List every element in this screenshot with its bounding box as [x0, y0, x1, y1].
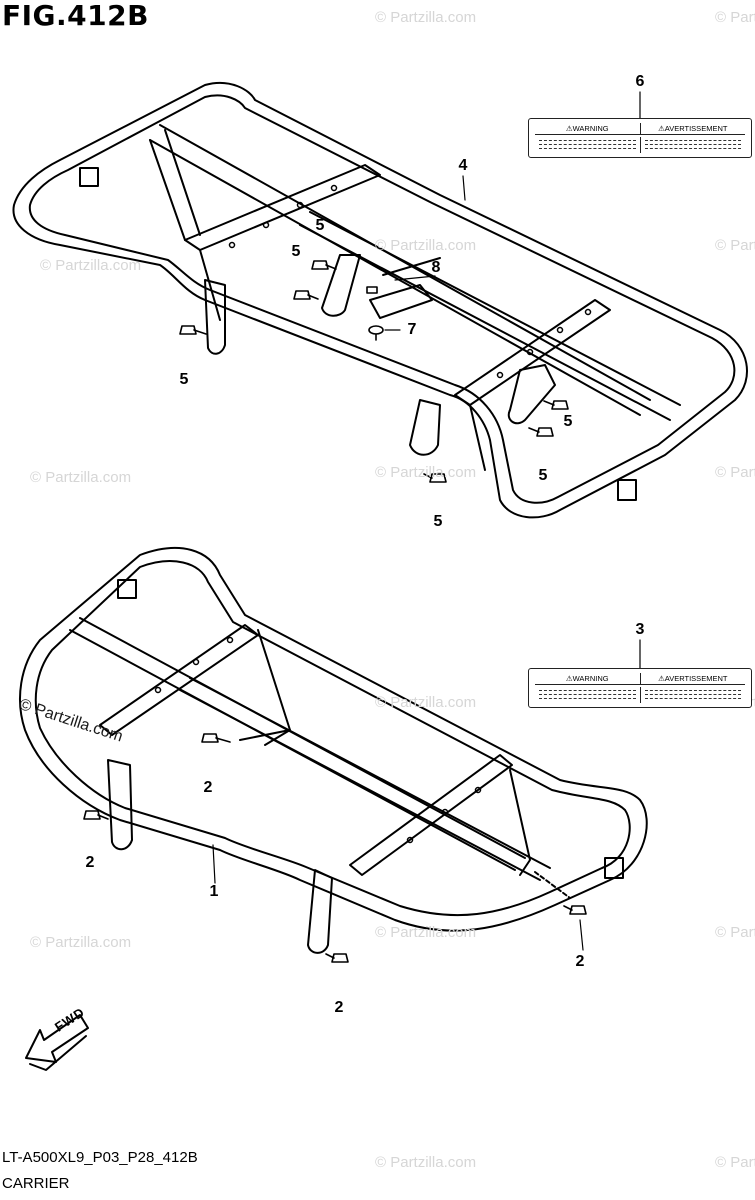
watermark: © Partzilla.com — [715, 924, 755, 941]
callout-5[interactable]: 5 — [291, 243, 301, 260]
callout-5[interactable]: 5 — [315, 217, 325, 234]
warning-label-right: ⚠AVERTISSEMENT — [658, 674, 728, 683]
callout-7[interactable]: 7 — [407, 321, 417, 338]
figure-name: CARRIER — [2, 1175, 70, 1192]
watermark: © Partzilla.com — [715, 464, 755, 481]
callout-2[interactable]: 2 — [203, 779, 213, 796]
callout-5[interactable]: 5 — [563, 413, 573, 430]
warning-label-upper: ⚠WARNING ⚠AVERTISSEMENT — [528, 118, 752, 158]
callout-8[interactable]: 8 — [431, 259, 441, 276]
watermark: © Partzilla.com — [30, 934, 132, 951]
watermark: © Partzilla.com — [375, 464, 477, 481]
leader-lines — [212, 91, 641, 951]
lower-bolts — [83, 733, 587, 963]
callout-4[interactable]: 4 — [458, 157, 468, 174]
figure-title: FIG.412B — [2, 0, 149, 32]
callout-5[interactable]: 5 — [433, 513, 443, 530]
fwd-arrow-shape — [25, 1014, 89, 1071]
watermark: © Partzilla.com — [375, 237, 477, 254]
callout-2[interactable]: 2 — [85, 854, 95, 871]
lower-carrier-frame — [19, 547, 648, 954]
watermark: © Partzilla.com — [30, 469, 132, 486]
watermark: © Partzilla.com — [715, 1154, 755, 1171]
warning-label-left: ⚠WARNING — [535, 123, 641, 134]
watermark: © Partzilla.com — [375, 1154, 477, 1171]
callout-6[interactable]: 6 — [635, 73, 645, 90]
watermark: © Partzilla.com — [715, 9, 755, 26]
watermark: © Partzilla.com — [375, 924, 477, 941]
callout-1[interactable]: 1 — [209, 883, 219, 900]
warning-label-lower: ⚠WARNING ⚠AVERTISSEMENT — [528, 668, 752, 708]
watermark: © Partzilla.com — [40, 257, 142, 274]
upper-bolts — [179, 260, 569, 483]
warning-label-right: ⚠AVERTISSEMENT — [658, 124, 728, 133]
watermark: © Partzilla.com — [375, 9, 477, 26]
callout-5[interactable]: 5 — [538, 467, 548, 484]
callout-2[interactable]: 2 — [575, 953, 585, 970]
watermark: © Partzilla.com — [375, 694, 477, 711]
upper-carrier-frame — [12, 81, 748, 519]
watermark: © Partzilla.com — [715, 237, 755, 254]
callout-5[interactable]: 5 — [179, 371, 189, 388]
warning-label-left: ⚠WARNING — [535, 673, 641, 684]
callout-2[interactable]: 2 — [334, 999, 344, 1016]
figure-code: LT-A500XL9_P03_P28_412B — [2, 1149, 198, 1166]
callout-3[interactable]: 3 — [635, 621, 645, 638]
